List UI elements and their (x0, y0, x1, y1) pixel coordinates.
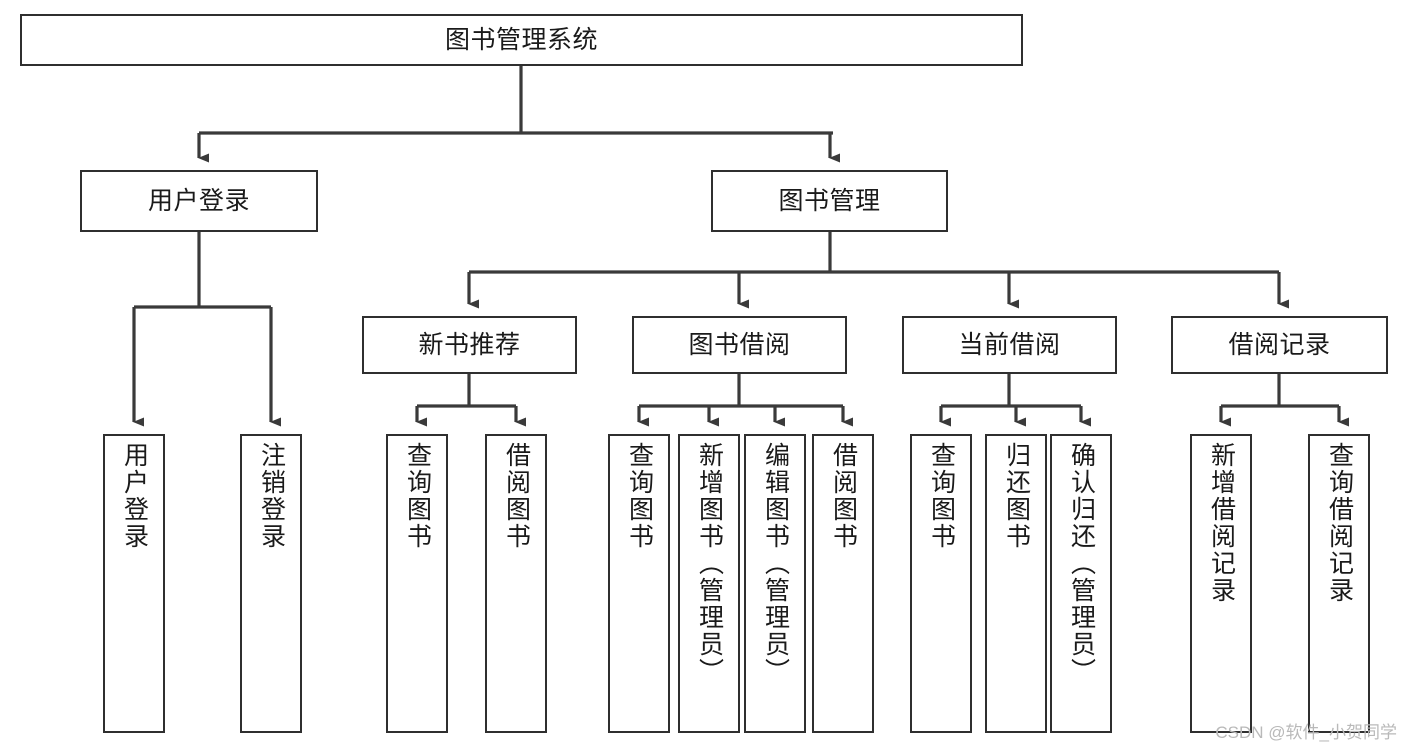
node-new-book-rec-label: 新书推荐 (418, 331, 521, 359)
node-leaf-add-record[interactable]: 新增借阅记录 (1190, 434, 1252, 733)
node-leaf-borrow-book-2-label: 借阅图书 (829, 442, 858, 550)
node-leaf-add-record-label: 新增借阅记录 (1207, 442, 1236, 604)
node-leaf-user-login-label: 用户登录 (120, 442, 149, 550)
node-root[interactable]: 图书管理系统 (20, 14, 1023, 66)
node-leaf-edit-book-label: 编辑图书（管理员） (761, 442, 790, 685)
node-leaf-borrow-book-1-label: 借阅图书 (502, 442, 531, 550)
node-leaf-borrow-book-2[interactable]: 借阅图书 (812, 434, 874, 733)
node-leaf-confirm-return-label: 确认归还（管理员） (1067, 442, 1096, 685)
node-leaf-logout[interactable]: 注销登录 (240, 434, 302, 733)
node-current-borrow[interactable]: 当前借阅 (902, 316, 1117, 374)
node-leaf-query-book-1-label: 查询图书 (403, 442, 432, 550)
node-leaf-query-book-3[interactable]: 查询图书 (910, 434, 972, 733)
node-leaf-return-book[interactable]: 归还图书 (985, 434, 1047, 733)
node-leaf-borrow-book-1[interactable]: 借阅图书 (485, 434, 547, 733)
node-leaf-query-book-1[interactable]: 查询图书 (386, 434, 448, 733)
node-leaf-add-book[interactable]: 新增图书（管理员） (678, 434, 740, 733)
node-book-manage-label: 图书管理 (778, 187, 881, 215)
node-current-borrow-label: 当前借阅 (958, 331, 1061, 359)
node-new-book-rec[interactable]: 新书推荐 (362, 316, 577, 374)
node-book-manage[interactable]: 图书管理 (711, 170, 948, 232)
node-leaf-query-record-label: 查询借阅记录 (1325, 442, 1354, 604)
node-leaf-query-record[interactable]: 查询借阅记录 (1308, 434, 1370, 733)
node-leaf-confirm-return[interactable]: 确认归还（管理员） (1050, 434, 1112, 733)
node-leaf-query-book-2[interactable]: 查询图书 (608, 434, 670, 733)
node-borrow-record-label: 借阅记录 (1228, 331, 1331, 359)
node-leaf-query-book-3-label: 查询图书 (927, 442, 956, 550)
node-root-label: 图书管理系统 (444, 26, 598, 54)
node-leaf-add-book-label: 新增图书（管理员） (695, 442, 724, 685)
node-user-login[interactable]: 用户登录 (80, 170, 318, 232)
node-book-borrow[interactable]: 图书借阅 (632, 316, 847, 374)
node-book-borrow-label: 图书借阅 (688, 331, 791, 359)
node-leaf-return-book-label: 归还图书 (1002, 442, 1031, 550)
node-borrow-record[interactable]: 借阅记录 (1171, 316, 1388, 374)
node-leaf-edit-book[interactable]: 编辑图书（管理员） (744, 434, 806, 733)
node-user-login-label: 用户登录 (147, 187, 250, 215)
node-leaf-logout-label: 注销登录 (257, 442, 286, 550)
csdn-watermark: CSDN @软件_小贺同学 (1215, 723, 1397, 742)
node-leaf-user-login[interactable]: 用户登录 (103, 434, 165, 733)
node-leaf-query-book-2-label: 查询图书 (625, 442, 654, 550)
